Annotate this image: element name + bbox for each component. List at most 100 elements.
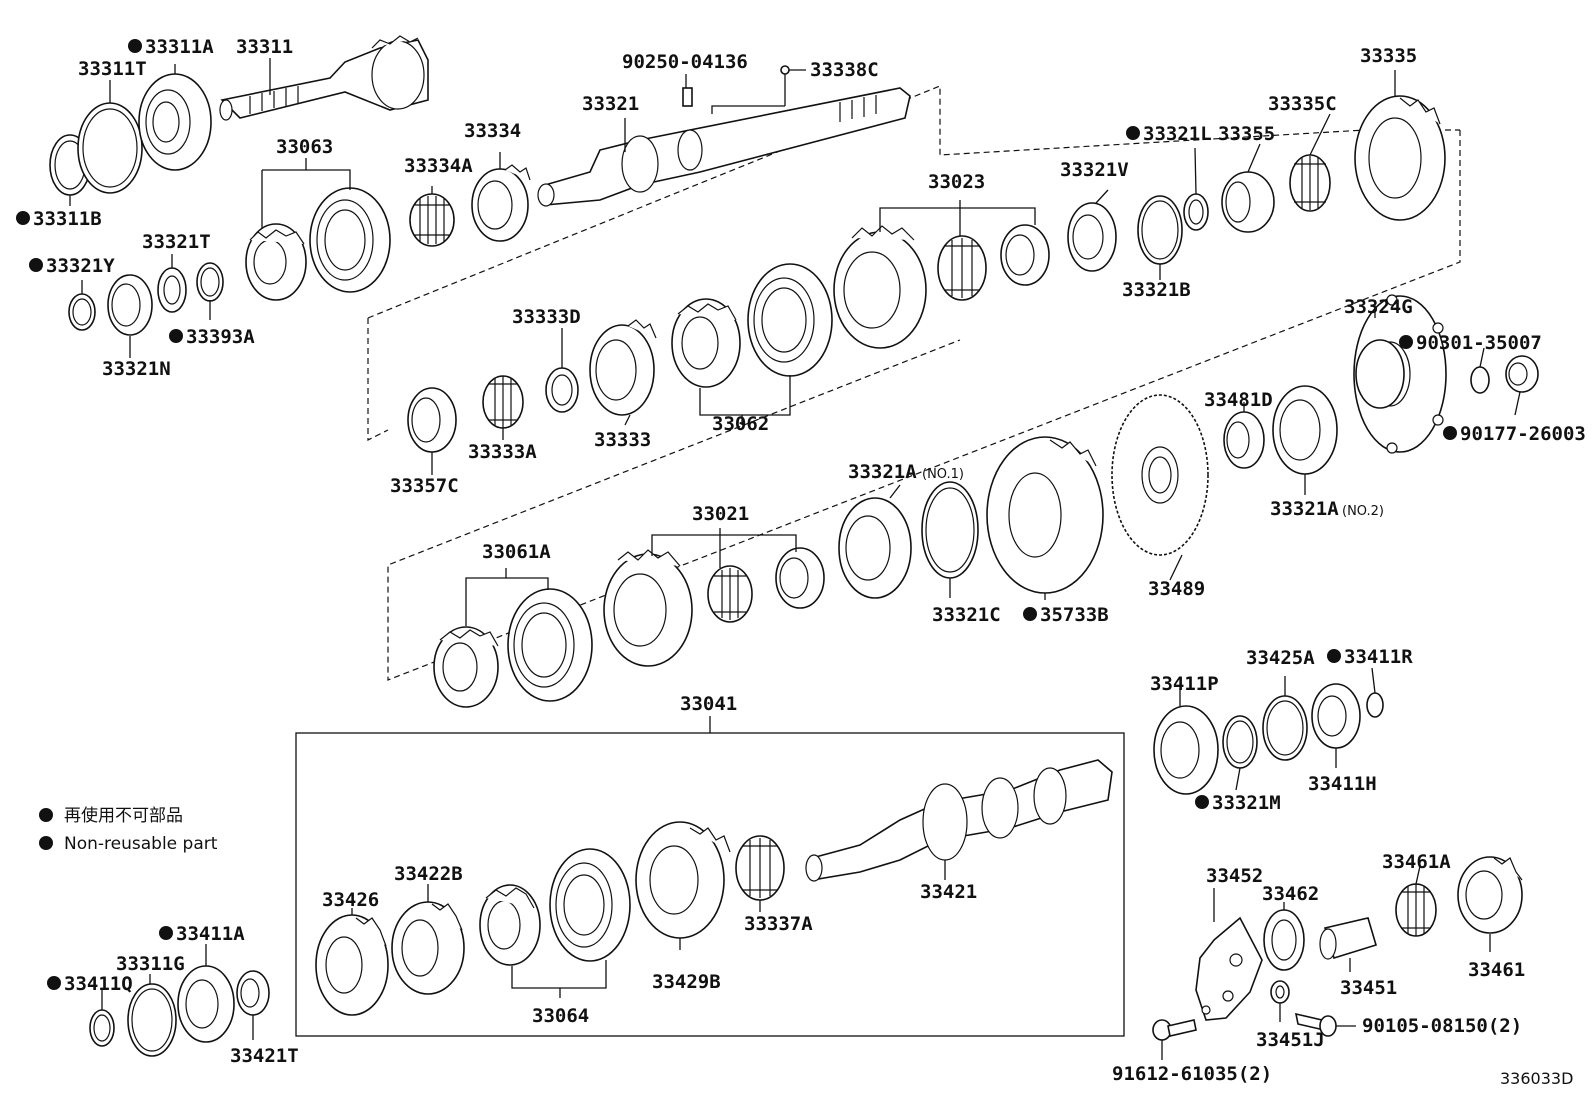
synchro-hub-33064 [479, 848, 631, 966]
leader-33021 [651, 528, 797, 568]
leader-33064 [511, 960, 607, 998]
synchro-ring-33334 [471, 164, 531, 242]
ball-33338C [780, 65, 790, 75]
collar-33021 [775, 547, 825, 609]
label-33061A: 33061A [482, 541, 551, 563]
label-33357C: 33357C [390, 475, 459, 497]
label-91612-61035: 91612-61035(2) [1112, 1063, 1272, 1085]
non-reusable-dot [1443, 426, 1457, 440]
snap-ring-33425A [1262, 695, 1308, 761]
plug-90177-26003 [1505, 355, 1539, 393]
assembly-outline-upper [367, 85, 1366, 319]
non-reusable-dot [29, 258, 43, 272]
ring-33311G [127, 983, 177, 1057]
gear-33426 [315, 914, 389, 1016]
gear-33461 [1457, 856, 1523, 934]
non-reusable-dot [169, 329, 183, 343]
reference-code: 336033D [1500, 1069, 1573, 1088]
gear-33335 [1354, 95, 1446, 221]
label-33411P: 33411P [1150, 673, 1219, 695]
label-33321Y: 33321Y [46, 255, 115, 277]
snap-ring-33321C [921, 481, 979, 579]
needle-bearing-33333A [482, 375, 524, 429]
bracket-33452 [1195, 916, 1263, 1021]
input-shaft-33311 [219, 35, 429, 121]
label-90105-08150: 90105-08150(2) [1362, 1015, 1522, 1037]
label-90250-04136: 90250-04136 [622, 51, 748, 73]
output-shaft-33321 [537, 87, 911, 207]
label-33429B: 33429B [652, 971, 721, 993]
label-33481D: 33481D [1204, 389, 1273, 411]
collar-33421T [236, 970, 270, 1016]
label-33333A: 33333A [468, 441, 537, 463]
label-33334A: 33334A [404, 155, 473, 177]
non-reusable-dot [159, 926, 173, 940]
label-33311: 33311 [236, 36, 293, 58]
label-33333: 33333 [594, 429, 651, 451]
label-33321V: 33321V [1060, 159, 1129, 181]
label-33489: 33489 [1148, 578, 1205, 600]
label-33421T: 33421T [230, 1045, 299, 1067]
label-90301-35007: 90301-35007 [1416, 332, 1542, 354]
collar-33321N [107, 274, 153, 336]
bolt-90105-08150 [1294, 1012, 1337, 1037]
label-33451J: 33451J [1256, 1029, 1325, 1051]
label-33324G: 33324G [1344, 296, 1413, 318]
label-33333D: 33333D [512, 306, 581, 328]
bearing-33321A-no2 [1272, 385, 1338, 475]
gear-33422B [391, 901, 465, 995]
label-33311B: 33311B [33, 208, 102, 230]
label-33064: 33064 [532, 1005, 589, 1027]
label-33321A-no2: 33321A [1270, 498, 1339, 520]
legend-text-en: Non-reusable part [64, 834, 218, 854]
label-33335: 33335 [1360, 45, 1417, 67]
ring-33311T [77, 102, 143, 194]
label-33023: 33023 [928, 171, 985, 193]
non-reusable-dot [1023, 607, 1037, 621]
needle-bearing-33334A [409, 193, 455, 247]
label-33338C: 33338C [810, 59, 879, 81]
label-33452: 33452 [1206, 865, 1263, 887]
gear-35733B [986, 436, 1104, 594]
washer-33462 [1263, 909, 1305, 971]
label-33321M: 33321M [1212, 792, 1281, 814]
label-33462: 33462 [1262, 883, 1319, 905]
snap-ring-33321Y [68, 293, 96, 331]
label-35733B: 35733B [1040, 604, 1109, 626]
label-33461A: 33461A [1382, 851, 1451, 873]
bearing-33311A [138, 73, 212, 171]
label-33062: 33062 [712, 413, 769, 435]
label-33422B: 33422B [394, 863, 463, 885]
label-33321A-no2-suffix: (NO.2) [1342, 504, 1384, 519]
legend-dot-ja [39, 808, 53, 822]
label-33355: 33355 [1218, 123, 1275, 145]
synchro-hub-33061A [433, 588, 593, 708]
non-reusable-dot [1399, 335, 1413, 349]
label-33411R: 33411R [1344, 646, 1413, 668]
non-reusable-dot [47, 976, 61, 990]
collar-33357C [407, 387, 457, 453]
o-ring-90301-35007 [1470, 366, 1490, 394]
synchro-hub-33063 [245, 187, 391, 301]
label-33461: 33461 [1468, 959, 1525, 981]
needle-bearing-33337A [735, 835, 785, 901]
bearing-33321V [1067, 202, 1117, 272]
label-33411H: 33411H [1308, 773, 1377, 795]
needle-bearing-33335C [1289, 154, 1331, 212]
leaders [69, 58, 1521, 1060]
legend: 再使用不可部品 Non-reusable part [39, 805, 218, 854]
gear-33023 [833, 225, 927, 349]
leader-33338C [711, 69, 806, 114]
label-33411Q: 33411Q [64, 973, 133, 995]
label-33321T: 33321T [142, 231, 211, 253]
snap-ring-33393A [196, 262, 224, 302]
label-33321L: 33321L [1143, 123, 1212, 145]
label-33041: 33041 [680, 693, 737, 715]
gear-33429B [635, 821, 731, 939]
snap-ring-33321M [1222, 715, 1258, 769]
washer-33321L [1183, 193, 1209, 231]
needle-bearing-33461A [1395, 883, 1437, 937]
snap-ring-33411R [1366, 692, 1384, 718]
needle-bearing-33023 [937, 235, 987, 301]
collar-33481D [1223, 411, 1265, 469]
